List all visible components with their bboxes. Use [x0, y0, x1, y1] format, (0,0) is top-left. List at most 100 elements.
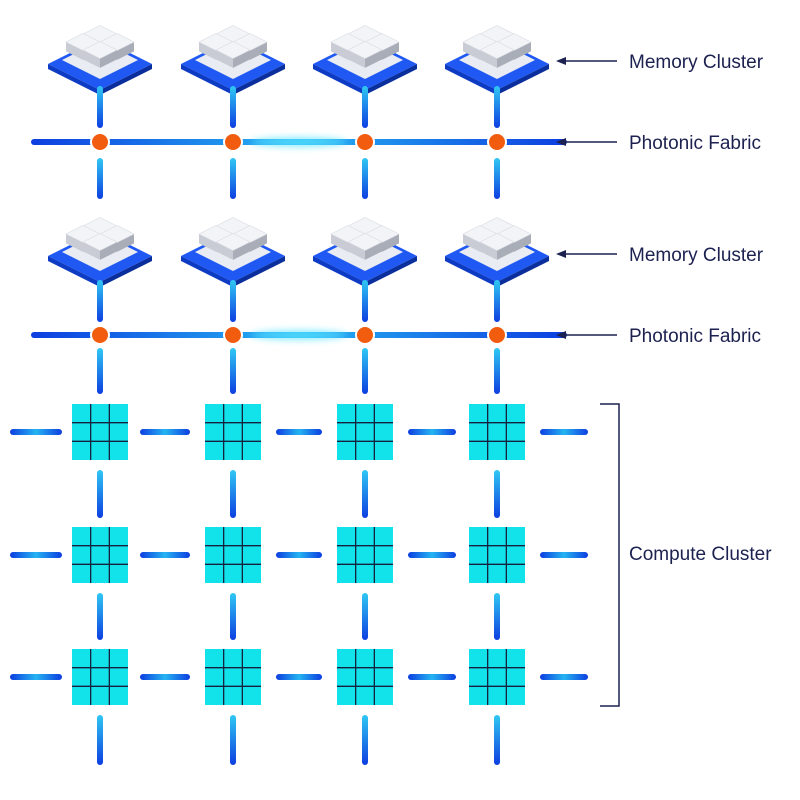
compute-vlink-c-4: [491, 709, 503, 771]
memory-cube-left-left-face: [331, 234, 348, 252]
memory-base-side-left: [48, 64, 100, 95]
compute-chip-r1-c2: [205, 404, 261, 460]
compute-hlink-1-3-core: [140, 674, 190, 680]
memory-base-side-left: [313, 64, 365, 95]
photonic-fabric-arrow-2-head: [556, 331, 566, 339]
compute-chip-body: [469, 527, 525, 583]
fabric-node-4: [487, 325, 507, 345]
compute-vlink-b-2: [227, 587, 239, 646]
compute-vlink-b-4: [491, 587, 503, 646]
compute-chip-r1-c3: [337, 404, 393, 460]
compute-chip-r3-c1: [72, 649, 128, 705]
fabric2-to-compute-link-2-core: [230, 348, 236, 394]
fabric2-to-compute-link-2: [227, 342, 239, 400]
fabric1-to-mem2-link-1-core: [97, 158, 103, 199]
compute-hlink-edge-left-2-core: [10, 552, 62, 558]
annotations-layer: Memory Cluster Photonic Fabric Memory Cl…: [556, 52, 772, 707]
compute-hlink-edge-right-1: [534, 426, 594, 438]
memory-cluster-arrow-2: [556, 250, 617, 258]
fabric-node-2: [223, 325, 243, 345]
memory-cube-right-right-face: [250, 42, 267, 60]
compute-vlink-a-3: [359, 464, 371, 524]
memory-cluster-arrow-1: [556, 57, 617, 65]
compute-chip-r2-c4: [469, 527, 525, 583]
memory-cube-right-right-face: [117, 42, 134, 60]
memory-clusters-layer: [48, 25, 549, 287]
compute-hlink-edge-right-2-core: [540, 552, 588, 558]
mem1-to-fabric1-link-2: [230, 86, 236, 128]
compute-vlink-a-1: [94, 464, 106, 524]
photonic-fabric-arrow-1-head: [556, 138, 566, 146]
compute-vlink-c-1: [94, 709, 106, 771]
compute-chip-body: [72, 649, 128, 705]
mem1-to-fabric1-link-3-core: [362, 86, 368, 128]
compute-hlink-2-1-core: [276, 429, 322, 435]
mem2-to-fabric2-link-4: [494, 280, 500, 322]
memory-cube-front-left-face: [480, 50, 497, 68]
mem1-to-fabric1-link-2-core: [230, 86, 236, 128]
compute-vlink-b-4-core: [494, 593, 500, 640]
memory-cube-front-right-face: [100, 50, 117, 68]
fabric-node-1: [90, 325, 110, 345]
compute-vlink-c-3: [359, 709, 371, 771]
memory-cube-front-top-face: [479, 41, 515, 59]
compute-chip-r1-c4: [469, 404, 525, 460]
mem1-to-fabric1-link-1-core: [97, 86, 103, 128]
memory-cube-left-left-face: [66, 42, 83, 60]
memory-cube-left-left-face: [463, 42, 480, 60]
compute-chip-r3-c4: [469, 649, 525, 705]
fabric1-to-mem2-link-1: [97, 158, 103, 199]
memory-cube-front-right-face: [365, 242, 382, 260]
fabric2-to-compute-link-1-core: [97, 348, 103, 394]
compute-hlink-2-2: [270, 549, 328, 561]
compute-hlink-edge-left-3: [4, 671, 68, 683]
fabric1-to-mem2-link-4-core: [494, 158, 500, 199]
compute-chip-r3-c2: [205, 649, 261, 705]
memory-cube-front-right-face: [497, 242, 514, 260]
memory-cube-front-left-face: [83, 50, 100, 68]
compute-vlink-a-4: [491, 464, 503, 524]
compute-hlink-edge-left-1: [4, 426, 68, 438]
mem2-to-fabric2-link-1-core: [97, 280, 103, 322]
compute-hlink-3-1-core: [408, 429, 456, 435]
fabric-node-3: [355, 132, 375, 152]
memory-cube-front-right-face: [365, 50, 382, 68]
compute-hlink-3-2-core: [408, 552, 456, 558]
compute-chip-r2-c3: [337, 527, 393, 583]
compute-vlink-b-3-core: [362, 593, 368, 640]
memory-cube-front-right-face: [233, 242, 250, 260]
fabric1-to-mem2-link-4: [494, 158, 500, 199]
photonic-fabric-label-1: Photonic Fabric: [629, 133, 761, 154]
memory-cube-front: [82, 41, 118, 68]
memory-cube-front-top-face: [347, 41, 383, 59]
compute-chip-r1-c1: [72, 404, 128, 460]
memory-base-side-right: [497, 256, 549, 287]
compute-hlink-edge-right-3: [534, 671, 594, 683]
compute-hlink-1-1-core: [140, 429, 190, 435]
memory-cube-front: [215, 41, 251, 68]
compute-hlink-edge-left-3-core: [10, 674, 62, 680]
memory-cube-front: [215, 233, 251, 260]
compute-cluster-label: Compute Cluster: [629, 544, 772, 565]
memory-cube-front-right-face: [100, 242, 117, 260]
photonic-fabric-arrow-1: [556, 138, 617, 146]
compute-hlink-3-2: [402, 549, 462, 561]
compute-hlink-edge-right-2: [534, 549, 594, 561]
compute-vlink-b-2-core: [230, 593, 236, 640]
memory-stack-6: [181, 217, 285, 287]
memory-cube-front-left-face: [480, 242, 497, 260]
fabric2-to-compute-link-3-core: [362, 348, 368, 394]
mem1-to-fabric1-link-4: [494, 86, 500, 128]
memory-cube-front-top-face: [82, 41, 118, 59]
fabric2-to-compute-link-1: [94, 342, 106, 400]
memory-cube-front-right-face: [497, 50, 514, 68]
memory-stack-8: [445, 217, 549, 287]
memory-base-side-right: [233, 256, 285, 287]
memory-cube-front: [347, 233, 383, 260]
compute-cluster-layer: [4, 404, 594, 705]
compute-hlink-edge-right-3-core: [540, 674, 588, 680]
memory-cube-front: [479, 233, 515, 260]
compute-hlink-3-1: [402, 426, 462, 438]
compute-hlink-edge-left-1-core: [10, 429, 62, 435]
